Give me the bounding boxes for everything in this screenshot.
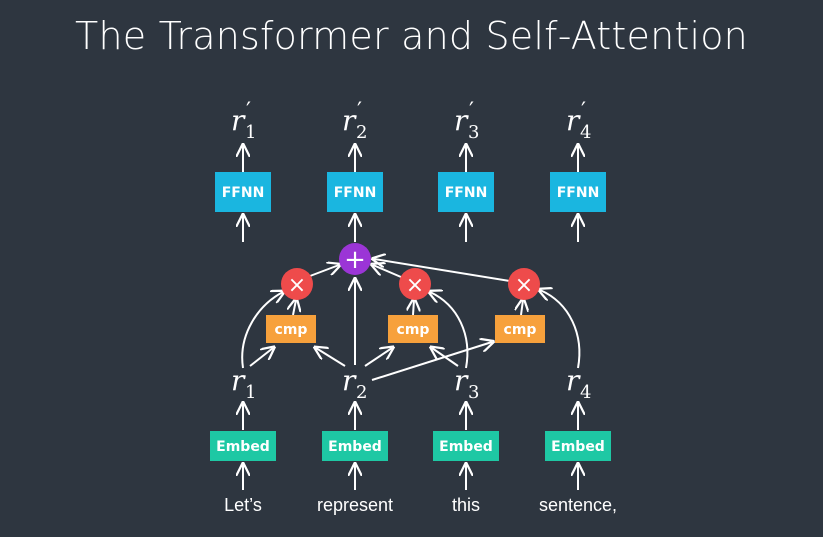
word-4: sentence, [539, 495, 617, 515]
svg-text:cmp: cmp [397, 322, 430, 338]
svg-text:FFNN: FFNN [222, 185, 265, 201]
output-label-2: r ′ 2 [342, 99, 367, 143]
rep-label-3: r 3 [454, 364, 479, 403]
arrow-r2-cmp1 [316, 348, 346, 367]
svg-text:r: r [454, 364, 469, 397]
embed-box-4: Embed [545, 431, 611, 461]
arrow-mult2-sum [373, 265, 402, 278]
svg-text:3: 3 [468, 122, 479, 143]
arrow-cmp1-mult1 [293, 300, 296, 316]
rep-label-2: r 2 [342, 364, 367, 403]
svg-text:Embed: Embed [328, 439, 382, 455]
svg-text:4: 4 [580, 122, 591, 143]
svg-text:r: r [566, 104, 581, 137]
multiply-node-1: × [281, 268, 313, 300]
cmp-box-2: cmp [388, 315, 438, 343]
ffnn-box-1: FFNN [215, 172, 271, 212]
embed-box-2: Embed [322, 431, 388, 461]
embed-output-arrows [243, 404, 578, 430]
ffnn-box-4: FFNN [550, 172, 606, 212]
svg-text:1: 1 [245, 382, 256, 403]
ffnn-input-arrows [243, 216, 578, 242]
word-2: represent [317, 495, 393, 515]
word-input-arrows [243, 465, 578, 490]
svg-text:Embed: Embed [216, 439, 270, 455]
rep-label-4: r 4 [566, 364, 591, 403]
svg-text:cmp: cmp [275, 322, 308, 338]
ffnn-box-2: FFNN [327, 172, 383, 212]
svg-text:r: r [454, 104, 469, 137]
svg-text:1: 1 [245, 122, 256, 143]
arrow-r2-cmp3 [371, 342, 492, 381]
word-1: Let’s [224, 495, 262, 515]
svg-text:Embed: Embed [551, 439, 605, 455]
svg-text:4: 4 [580, 382, 591, 403]
svg-text:r: r [231, 104, 246, 137]
svg-text:FFNN: FFNN [445, 185, 488, 201]
svg-text:′: ′ [246, 99, 251, 124]
output-label-4: r ′ 4 [566, 99, 591, 143]
multiply-node-3: × [508, 268, 540, 300]
arrow-mult1-sum [309, 265, 339, 277]
cmp-box-3: cmp [495, 315, 545, 343]
svg-text:′: ′ [357, 99, 362, 124]
svg-text:3: 3 [468, 382, 479, 403]
output-arrows [243, 146, 578, 172]
arrow-r1-cmp1 [249, 348, 273, 367]
output-label-1: r ′ 1 [231, 99, 256, 143]
svg-text:Embed: Embed [439, 439, 493, 455]
arrow-cmp3-mult3 [521, 300, 523, 316]
multiply-icon: × [288, 273, 306, 298]
word-3: this [452, 495, 480, 515]
multiply-node-2: × [399, 268, 431, 300]
svg-text:r: r [342, 364, 357, 397]
embed-box-1: Embed [210, 431, 276, 461]
svg-text:′: ′ [581, 99, 586, 124]
arrow-r3-mult2 [430, 292, 469, 369]
multiply-icon: × [406, 273, 424, 298]
svg-text:cmp: cmp [504, 322, 537, 338]
svg-text:r: r [566, 364, 581, 397]
svg-text:2: 2 [356, 122, 367, 143]
svg-text:r: r [231, 364, 246, 397]
ffnn-box-3: FFNN [438, 172, 494, 212]
embed-box-3: Embed [433, 431, 499, 461]
svg-text:2: 2 [356, 382, 367, 403]
arrow-r1-mult1 [241, 292, 283, 369]
multiply-icon: × [515, 273, 533, 298]
slide-title: The Transformer and Self-Attention [75, 14, 748, 58]
arrow-r4-mult3 [540, 290, 581, 369]
plus-icon: + [344, 245, 366, 275]
arrow-cmp2-mult2 [413, 300, 414, 316]
svg-text:FFNN: FFNN [334, 185, 377, 201]
attention-arrows [241, 259, 581, 381]
cmp-box-1: cmp [266, 315, 316, 343]
svg-text:FFNN: FFNN [557, 185, 600, 201]
arrow-mult3-sum [374, 259, 511, 282]
rep-label-1: r 1 [231, 364, 256, 403]
svg-text:r: r [342, 104, 357, 137]
arrow-r2-cmp2 [364, 348, 392, 367]
sum-node: + [339, 243, 371, 275]
output-label-3: r ′ 3 [454, 99, 479, 143]
svg-text:′: ′ [469, 99, 474, 124]
